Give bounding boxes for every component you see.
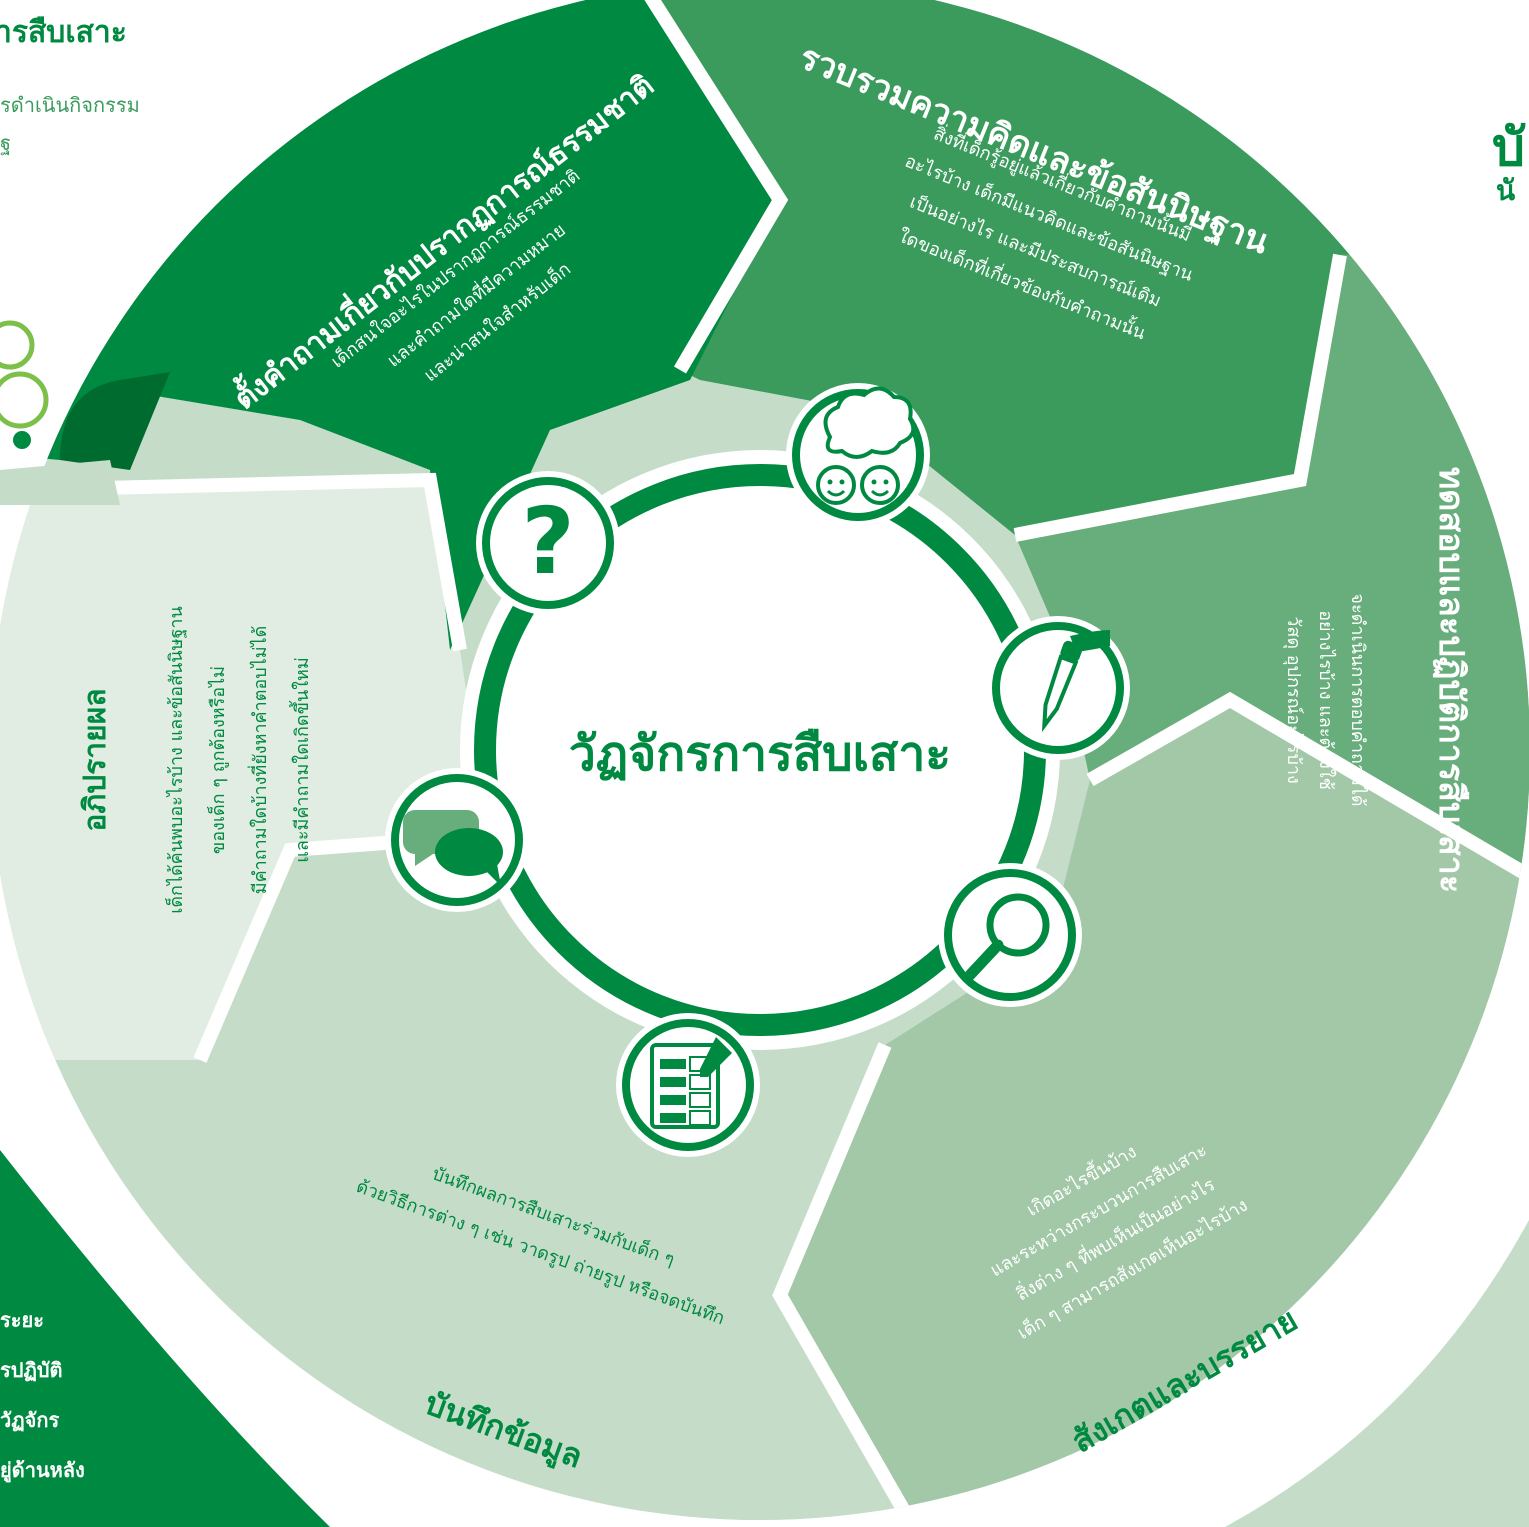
plant-stem-dot	[13, 431, 31, 449]
chat-bubbles-badge	[385, 768, 529, 912]
dropper-icon	[1041, 630, 1110, 733]
segment-body-test-line-1: อย่างไรบ้าง และต้องใช้	[1315, 610, 1337, 790]
corner-top-left-line1: รดำเนินกิจกรรม	[0, 93, 140, 117]
corner-bottom-left-line-0: ระยะ	[0, 1308, 44, 1332]
segment-body-discuss-line-3: และมีคำถามใดเกิดขึ้นใหม่	[289, 657, 313, 863]
dropper-badge	[986, 616, 1130, 760]
corner-top-left-line2: ฐ	[0, 131, 11, 155]
segment-body-discuss-line-2: มีคำถามใดบ้างที่ยังหาคำตอบไม่ได้	[247, 626, 271, 895]
checklist-badge	[616, 1013, 760, 1157]
thought-bubble-badge	[786, 383, 930, 527]
banner-strip	[0, 460, 120, 505]
corner-top-right-big: บั	[1492, 118, 1526, 178]
segment-body-discuss-line-0: เด็กได้ค้นพบอะไรบ้าง และข้อสันนิษฐาน	[164, 606, 187, 914]
thought-bubble-icon	[816, 386, 916, 505]
magnifier-badge	[938, 863, 1082, 1007]
plant-decoration	[0, 320, 49, 429]
corner-bottom-left-line-2: วัฏจักร	[0, 1408, 59, 1432]
segment-body-test-line-2: วัสดุ อุปกรณ์อะไรบ้าง	[1283, 616, 1305, 784]
right-light-panel	[1225, 1220, 1529, 1527]
question-mark-badge: ?	[476, 471, 620, 615]
banner-curl	[60, 372, 170, 470]
chat-bubbles-icon	[403, 810, 503, 886]
checklist-icon	[650, 1037, 732, 1129]
corner-top-left-title: ารสืบเสาะ	[0, 15, 127, 50]
segment-body-test-line-0: จะดำเนินการตอบคำถามได้	[1347, 593, 1369, 806]
segment-discuss	[0, 470, 490, 1060]
corner-top-right-small: นั	[1496, 174, 1515, 207]
badge-ring	[482, 477, 614, 609]
center-disc	[460, 450, 1060, 1050]
center-title: วัฏจักรการสืบเสาะ	[569, 726, 951, 782]
segment-body-discuss-line-1: ของเด็ก ๆ ถูกต้องหรือไม่	[206, 666, 229, 854]
segment-title-discuss: อภิปรายผล	[78, 688, 113, 831]
question-mark-icon: ?	[521, 488, 574, 595]
segment-title-test: ทดสอบและปฏิบัติการสืบเสาะ	[1431, 467, 1471, 893]
magnifier-icon	[964, 893, 1050, 981]
bottom-left-panel	[0, 1150, 330, 1527]
corner-bottom-left-line-3: ยู่ด้านหลัง	[0, 1458, 85, 1484]
svg-text:?: ?	[521, 488, 574, 595]
corner-bottom-left-line-1: รปฏิบัติ	[0, 1358, 63, 1382]
